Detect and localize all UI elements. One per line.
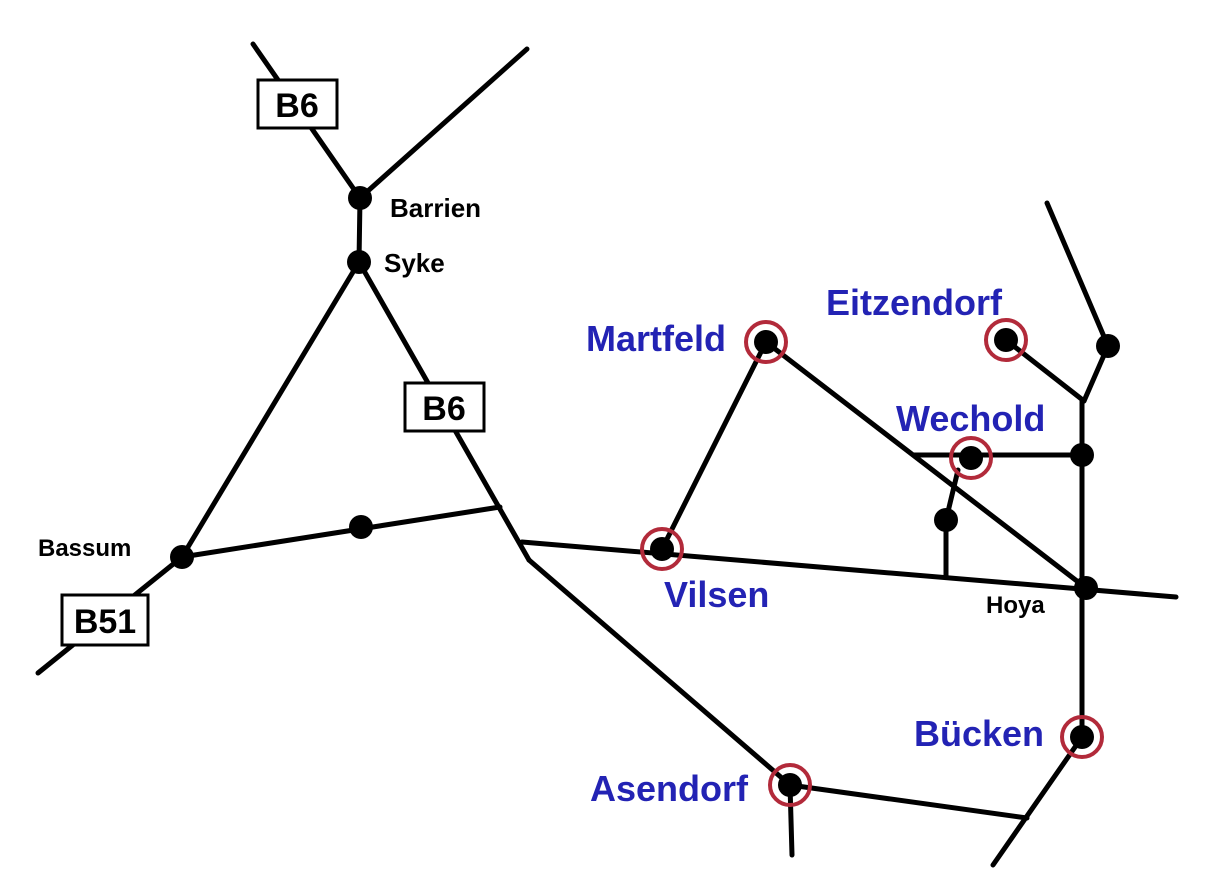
- road-sign-b6-north-label: B6: [275, 87, 318, 125]
- road-sign-b51: B51: [60, 593, 150, 647]
- town-label-wechold: Wechold: [896, 398, 1045, 439]
- syke-marker: [347, 250, 371, 274]
- road-sign-b6-middle: B6: [403, 381, 486, 433]
- road-buecken-southwest: [990, 734, 1085, 868]
- eitzendorf-marker: [994, 328, 1018, 352]
- junction-marker: [934, 508, 958, 532]
- eitzendorf-ring: [984, 318, 1028, 362]
- road-b6-asendorf: [526, 557, 793, 788]
- road-sign-b6-north: B6: [256, 78, 339, 130]
- junction-marker: [349, 515, 373, 539]
- martfeld-ring: [744, 320, 788, 364]
- road-bassum-east: [179, 504, 503, 560]
- junction-marker: [1096, 334, 1120, 358]
- town-label-buecken: Bücken: [914, 713, 1044, 754]
- town-label-bassum: Bassum: [38, 535, 131, 562]
- road-barrien-northeast: [357, 46, 530, 201]
- road-asendorf-east: [787, 782, 1030, 821]
- hoya-marker: [1074, 576, 1098, 600]
- martfeld-marker: [754, 330, 778, 354]
- bassum-marker: [170, 545, 194, 569]
- town-label-barrien: Barrien: [390, 193, 481, 223]
- asendorf-marker: [778, 773, 802, 797]
- town-label-asendorf: Asendorf: [590, 768, 749, 809]
- wechold-ring: [949, 436, 993, 480]
- town-markers: [170, 186, 1120, 807]
- vilsen-marker: [650, 537, 674, 561]
- road-b6-vilsen-hoya: [519, 539, 1179, 600]
- vilsen-ring: [640, 527, 684, 571]
- wechold-marker: [959, 446, 983, 470]
- road-sign-b6-middle-label: B6: [422, 390, 465, 428]
- town-label-martfeld: Martfeld: [586, 318, 726, 359]
- barrien-marker: [348, 186, 372, 210]
- buecken-marker: [1070, 725, 1094, 749]
- road-northeast-b: [1044, 200, 1111, 349]
- junction-marker: [1070, 443, 1094, 467]
- town-label-syke: Syke: [384, 248, 445, 278]
- road-vilsen-martfeld: [659, 339, 769, 552]
- road-syke-bassum: [179, 259, 362, 560]
- road-eitzendorf: [1003, 337, 1087, 404]
- asendorf-ring: [768, 763, 812, 807]
- town-label-vilsen: Vilsen: [664, 574, 769, 615]
- road-martfeld-hoya: [763, 339, 1089, 591]
- town-label-hoya: Hoya: [986, 592, 1045, 619]
- buecken-ring: [1060, 715, 1104, 759]
- road-sign-b51-label: B51: [74, 603, 136, 641]
- town-label-eitzendorf: Eitzendorf: [826, 282, 1003, 323]
